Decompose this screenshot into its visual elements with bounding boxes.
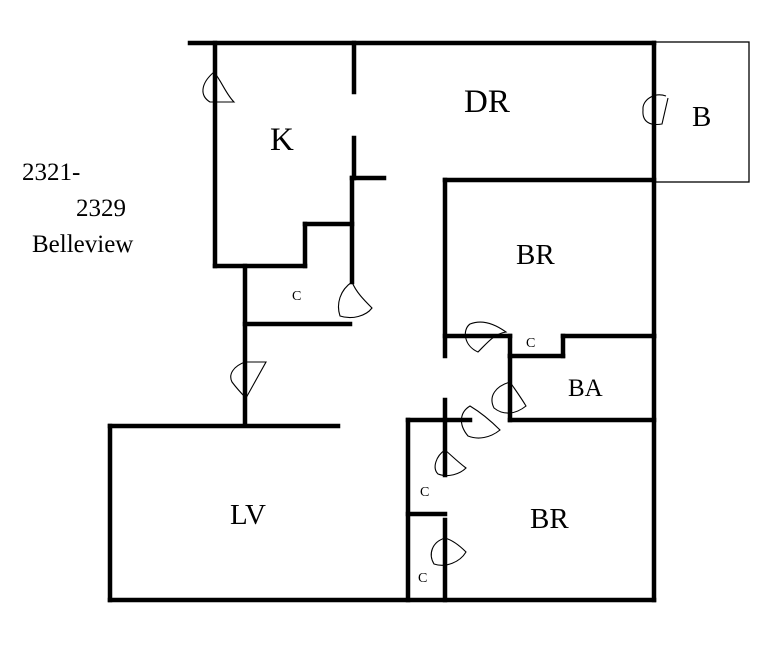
room-label-closet-lower-2: C bbox=[418, 571, 427, 586]
address-line-3: Belleview bbox=[32, 231, 133, 258]
room-label-dining: DR bbox=[464, 84, 510, 120]
room-label-bath: BA bbox=[568, 375, 603, 402]
address-line-2: 2329 bbox=[76, 195, 126, 222]
address-line-1: 2321- bbox=[22, 159, 80, 186]
room-label-closet-lower-1: C bbox=[420, 485, 429, 500]
room-label-balcony: B bbox=[692, 101, 711, 133]
room-label-bedroom-lower: BR bbox=[530, 503, 569, 535]
room-label-bedroom-upper: BR bbox=[516, 239, 555, 271]
room-label-closet-kitchen: C bbox=[292, 289, 301, 304]
door-swings bbox=[202, 71, 669, 566]
room-label-closet-bath: C bbox=[526, 336, 535, 351]
room-label-kitchen: K bbox=[270, 122, 294, 158]
walls bbox=[107, 40, 657, 603]
room-label-living: LV bbox=[230, 499, 266, 531]
